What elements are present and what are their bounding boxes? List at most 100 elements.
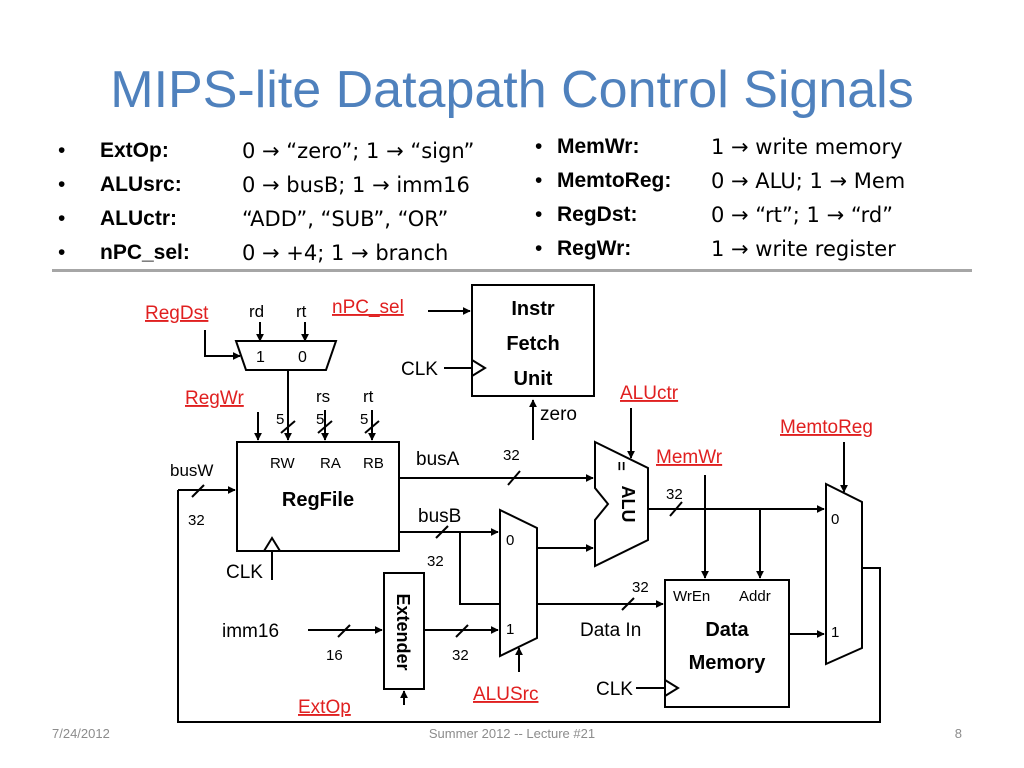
wire-busw — [177, 490, 881, 723]
bullet-list-left: •ExtOp:0 → “zero”; 1 → “sign” • ALUsrc: 0 … — [58, 134, 528, 270]
width-32-ext: 32 — [452, 647, 469, 664]
slide-title: MIPS-lite Datapath Control Signals — [110, 61, 914, 119]
bullet-regdst: • RegDst: 0 → “rt”; 1 → “rd” — [535, 198, 995, 232]
label-busb: busB — [418, 506, 461, 527]
label-clk-mem: CLK — [596, 679, 633, 700]
signal-name: ALUctr: — [100, 207, 177, 230]
clk-triangle-regfile — [263, 536, 281, 552]
slash-busb — [435, 525, 449, 539]
label-data-in: Data In — [580, 620, 641, 641]
mux-input-0: 0 — [298, 349, 307, 366]
signal-regdst: RegDst — [145, 303, 209, 324]
mem-port-addr: Addr — [739, 588, 771, 605]
bullet-alusrc: • ALUsrc: 0 → busB; 1 → imm16 — [58, 168, 528, 202]
slash-busw — [191, 484, 205, 498]
regdst-mux — [234, 340, 338, 371]
footer-date: 7/24/2012 — [52, 726, 110, 741]
label-rd: rd — [249, 302, 264, 321]
signal-name: RegDst: — [557, 203, 638, 226]
label-imm16: imm16 — [222, 621, 279, 642]
bullet-dot: • — [535, 203, 543, 226]
signal-aluctr: ALUctr — [620, 383, 679, 404]
width-16-imm: 16 — [326, 647, 343, 664]
signal-name: ALUsrc: — [100, 173, 182, 196]
width-32-busw: 32 — [188, 512, 205, 529]
regfile-port-ra: RA — [320, 455, 341, 472]
signal-name: nPC_sel: — [100, 241, 190, 264]
bullet-extop: •ExtOp:0 → “zero”; 1 → “sign” — [58, 134, 528, 168]
bullet-dot: • — [535, 169, 543, 192]
slash-ext — [455, 624, 469, 638]
signal-regwr: RegWr — [185, 388, 244, 409]
regfile-label: RegFile — [282, 489, 354, 511]
label-clk-ifu: CLK — [401, 359, 438, 380]
memtoreg-mux-input-1: 1 — [831, 624, 839, 641]
bullet-memwr: • MemWr: 1 → write memory — [535, 130, 995, 164]
alu — [594, 440, 649, 568]
slash-rt — [364, 420, 380, 434]
memtoreg-mux — [825, 482, 863, 666]
clk-triangle-mem — [664, 679, 680, 697]
bullet-aluctr: • ALUctr: “ADD”, “SUB”, “OR” — [58, 202, 528, 236]
data-memory-label-2: Memory — [689, 652, 767, 674]
label-zero: zero — [540, 404, 577, 425]
footer-course: Summer 2012 -- Lecture #21 — [428, 726, 596, 741]
slash-imm16 — [337, 624, 351, 638]
width-32-busa: 32 — [503, 447, 520, 464]
wire-regdst — [204, 330, 241, 360]
bullet-list-right: • MemWr: 1 → write memory • MemtoReg: 0 → AL… — [535, 130, 995, 266]
clk-triangle-ifu — [471, 359, 487, 377]
label-rt2: rt — [363, 387, 374, 406]
signal-description: 1 → write memory — [711, 135, 903, 159]
slash-aluout — [669, 501, 683, 517]
divider-line — [52, 269, 972, 272]
label-busw: busW — [170, 461, 213, 480]
alu-equal-sign: = — [612, 461, 629, 470]
bullet-dot: • — [58, 173, 66, 196]
signal-alusrc: ALUSrc — [473, 684, 538, 705]
bullet-npcsel: • nPC_sel: 0 → +4; 1 → branch — [58, 236, 528, 270]
mux-input-1: 1 — [256, 349, 265, 366]
signal-name: RegWr: — [557, 237, 632, 260]
signal-description: “ADD”, “SUB”, “OR” — [242, 207, 449, 231]
signal-description: 0 → “rt”; 1 → “rd” — [711, 203, 894, 227]
signal-description: 0 → busB; 1 → imm16 — [242, 173, 470, 197]
signal-description: 0 → +4; 1 → branch — [242, 241, 449, 265]
mem-port-wren: WrEn — [673, 588, 710, 605]
signal-name: MemtoReg: — [557, 169, 672, 192]
bullet-dot: • — [58, 207, 66, 230]
bullet-dot: • — [535, 135, 543, 158]
width-5-rs: 5 — [316, 411, 324, 428]
slash-rs — [317, 420, 333, 434]
label-rt: rt — [296, 302, 307, 321]
extender-label: Extender — [393, 593, 413, 670]
bullet-dot: • — [58, 241, 66, 264]
width-5-rt: 5 — [360, 411, 368, 428]
slash-rw — [280, 420, 296, 434]
bullet-memtoreg: • MemtoReg: 0 → ALU; 1 → Mem — [535, 164, 995, 198]
signal-name: MemWr: — [557, 135, 640, 158]
bullet-regwr: •RegWr:1 → write register — [535, 232, 995, 266]
signal-npcsel: nPC_sel — [332, 297, 404, 318]
instr-fetch-label-3: Unit — [514, 368, 553, 390]
slash-busa — [507, 470, 521, 486]
slash-datain — [621, 597, 635, 611]
alusrc-mux — [499, 508, 538, 658]
wire-busb-mem — [459, 532, 664, 608]
signal-description: 0 → ALU; 1 → Mem — [711, 169, 906, 193]
data-memory-label-1: Data — [705, 619, 749, 641]
signal-memwr: MemWr — [656, 447, 723, 468]
regfile-port-rb: RB — [363, 455, 384, 472]
regfile — [236, 441, 400, 552]
alu-label: ALU — [618, 486, 638, 523]
signal-description: 0 → “zero”; 1 → “sign” — [242, 139, 475, 163]
bullet-dot: • — [535, 237, 543, 260]
bullet-dot: • — [58, 139, 66, 162]
width-32-busb: 32 — [427, 553, 444, 570]
data-memory — [664, 579, 790, 708]
footer-page-number: 8 — [954, 726, 962, 741]
regfile-port-rw: RW — [270, 455, 296, 472]
label-clk-regfile: CLK — [226, 562, 263, 583]
width-32-datain: 32 — [632, 579, 649, 596]
